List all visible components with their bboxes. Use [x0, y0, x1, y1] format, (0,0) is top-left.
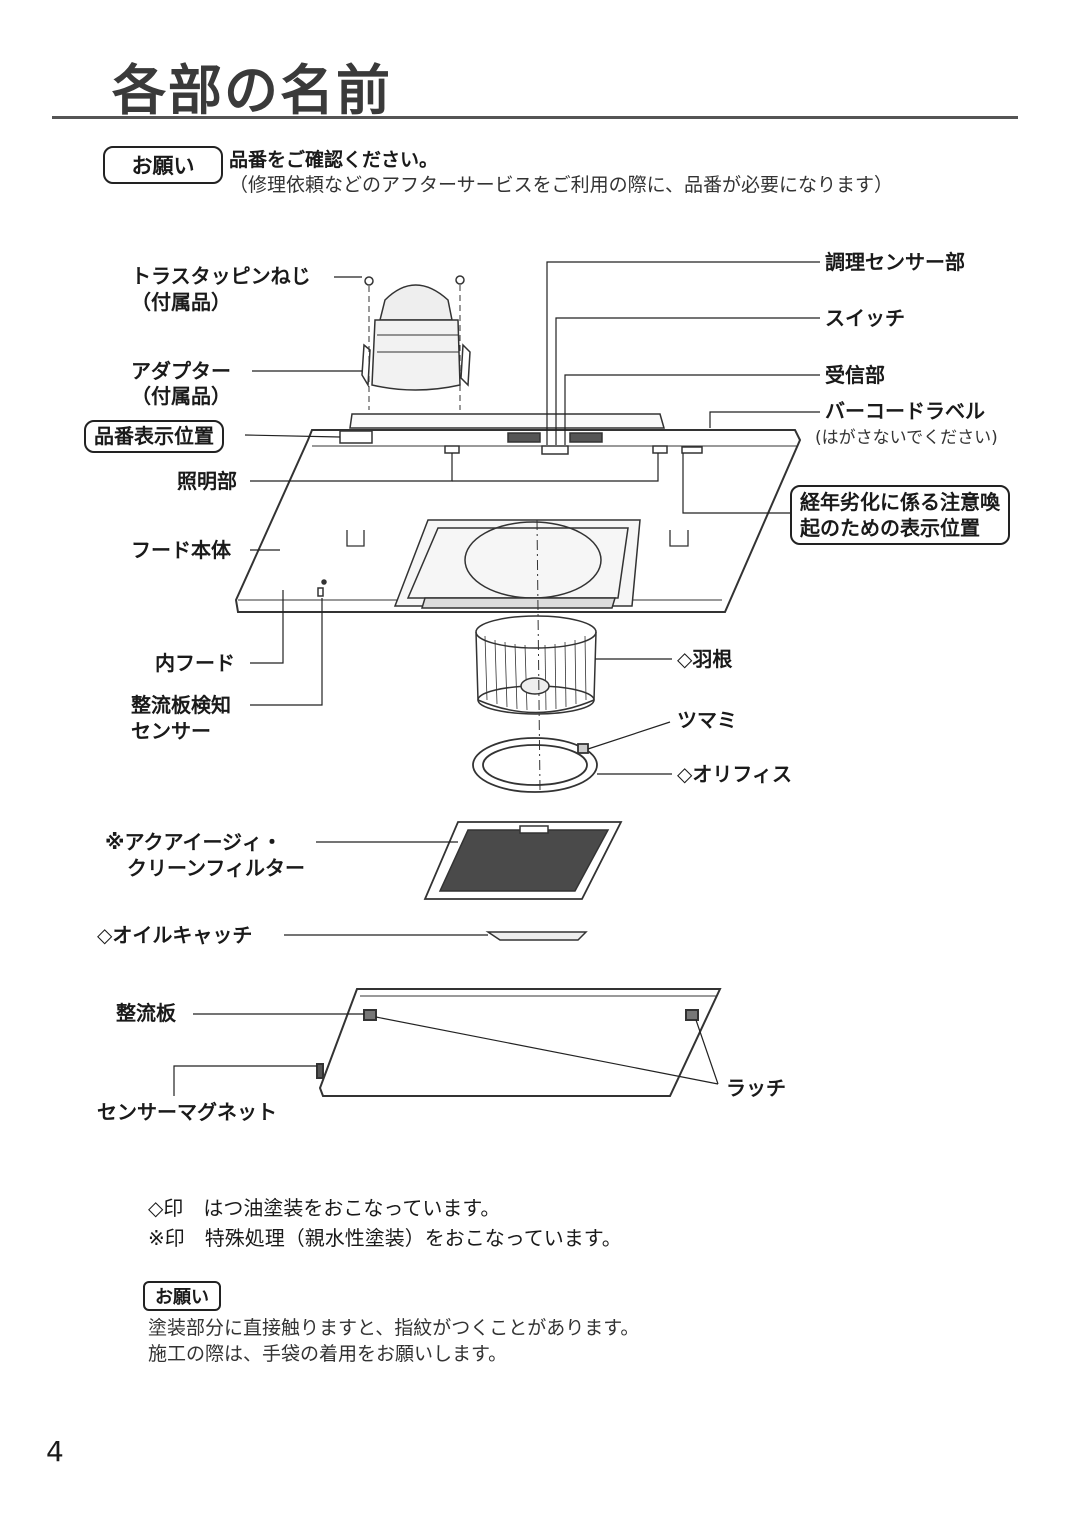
- caution-line-1: 塗装部分に直接触りますと、指紋がつくことがあります。: [148, 1317, 640, 1339]
- label-receiver: 受信部: [825, 363, 885, 387]
- label-filter-2: クリーンフィルター: [127, 856, 305, 880]
- label-adapter-note: （付属品）: [131, 384, 231, 408]
- label-sensor-magnet: センサーマグネット: [97, 1100, 277, 1124]
- filter: [423, 821, 623, 900]
- leader-lines: [173, 261, 820, 1096]
- label-hood-body: フード本体: [131, 538, 231, 562]
- baffle-plate: [316, 988, 722, 1097]
- request-badge-bottom: お願い: [143, 1281, 221, 1311]
- label-inner-hood: 内フード: [155, 651, 235, 675]
- inner-hood-opening: [393, 519, 641, 609]
- orifice: [472, 737, 598, 793]
- oil-catch: [485, 931, 588, 941]
- label-aging-warning-2: 起のための表示位置: [800, 516, 980, 540]
- label-screw: トラスタッピンねじ: [131, 264, 311, 288]
- label-fan: ◇羽根: [677, 647, 733, 671]
- note-oil-repellent: ◇印 はつ油塗装をおこなっています。: [148, 1196, 501, 1220]
- label-barcode-note: (はがさないでください): [815, 428, 998, 448]
- screw-left: [364, 276, 374, 410]
- page-title: 各部の名前: [112, 59, 392, 122]
- label-baffle: 整流板: [116, 1001, 176, 1025]
- request-badge: お願い: [103, 146, 223, 184]
- caution-line-2: 施工の際は、手袋の着用をお願いします。: [148, 1343, 508, 1365]
- title-rule: [52, 116, 1018, 119]
- hood-top-plate: [349, 413, 665, 429]
- label-knob: ツマミ: [677, 708, 737, 732]
- fan: [475, 615, 597, 715]
- caution-text: 塗装部分に直接触りますと、指紋がつくことがあります。 施工の際は、手袋の着用をお…: [148, 1315, 639, 1367]
- label-adapter: アダプター: [131, 359, 231, 383]
- label-model-position: 品番表示位置: [84, 420, 224, 453]
- label-screw-note: （付属品）: [131, 290, 231, 314]
- label-lighting: 照明部: [177, 469, 237, 493]
- label-orifice: ◇オリフィス: [677, 762, 792, 786]
- label-aging-warning-1: 経年劣化に係る注意喚: [800, 490, 1000, 514]
- request-heading: 品番をご確認ください。: [229, 149, 439, 171]
- request-subtext: （修理依頼などのアフターサービスをご利用の際に、品番が必要になります）: [229, 174, 894, 196]
- label-baffle-sensor: 整流板検知: [131, 693, 231, 717]
- label-latch: ラッチ: [726, 1076, 786, 1100]
- screw-right: [455, 275, 465, 410]
- label-cooking-sensor: 調理センサー部: [825, 250, 965, 274]
- label-barcode: バーコードラベル: [825, 399, 985, 423]
- marking-notes: ◇印 はつ油塗装をおこなっています。 ※印 特殊処理（親水性塗装）をおこなってい…: [148, 1193, 622, 1253]
- label-aging-warning: 経年劣化に係る注意喚 起のための表示位置: [790, 485, 1010, 545]
- adapter: [361, 284, 471, 391]
- note-hydrophilic: ※印 特殊処理（親水性塗装）をおこなっています。: [148, 1226, 622, 1250]
- label-filter: ※アクアイージィ・: [105, 830, 283, 854]
- label-baffle-sensor-2: センサー: [131, 719, 211, 743]
- label-switch: スイッチ: [825, 306, 905, 330]
- page-number: 4: [46, 1435, 64, 1468]
- label-oil-catch: ◇オイルキャッチ: [97, 923, 253, 947]
